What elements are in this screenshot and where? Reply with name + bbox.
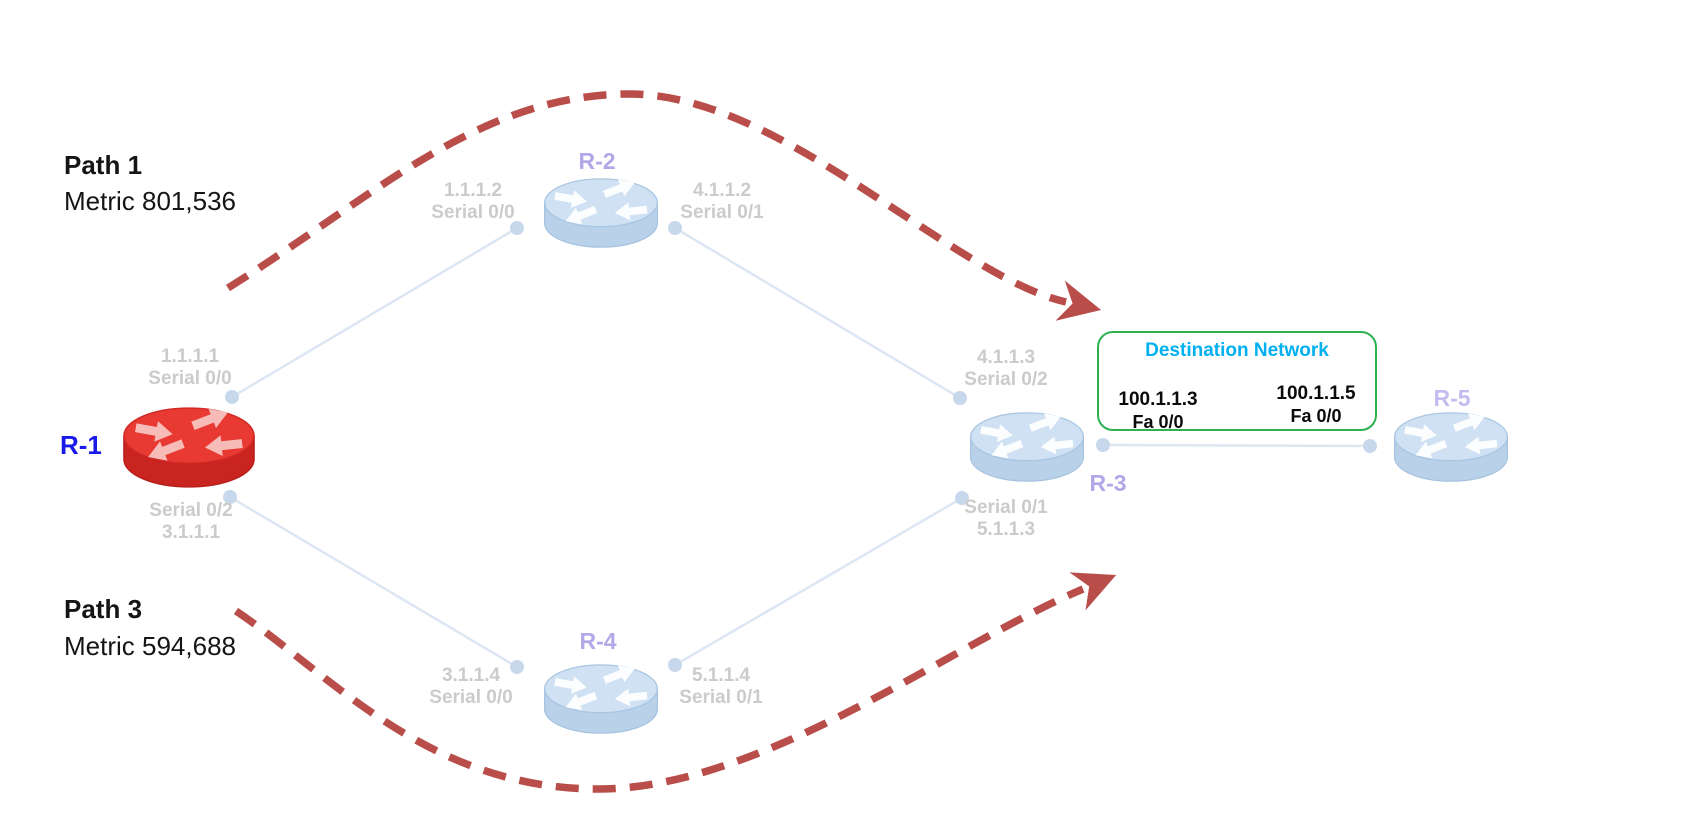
iface-ip: 4.1.1.3 <box>976 347 1036 368</box>
dest-port: Fa 0/0 <box>1290 406 1342 426</box>
path3-title: Path 3 <box>64 594 143 624</box>
iface-r4-serial0-0: 3.1.1.4 Serial 0/0 <box>429 665 512 709</box>
iface-port: Serial 0/1 <box>964 497 1048 518</box>
path3-metric: Metric 594,688 <box>64 631 236 661</box>
link-endpoints <box>223 221 1377 674</box>
iface-ip: 1.1.1.2 <box>443 180 503 201</box>
iface-ip: 3.1.1.4 <box>441 665 501 686</box>
destination-network-box: Destination Network 100.1.1.3 Fa 0/0 100… <box>1097 331 1377 434</box>
iface-r3-serial0-1: Serial 0/1 5.1.1.3 <box>964 497 1047 541</box>
router-r2-icon <box>545 174 658 247</box>
link-r4-r3-line <box>674 496 963 667</box>
iface-ip: 5.1.1.4 <box>691 665 751 686</box>
router-r1-icon <box>124 403 254 487</box>
link-r1-r4-line <box>229 495 518 669</box>
link-r1-r2-line <box>231 226 518 399</box>
router-r3-icon <box>971 408 1084 481</box>
iface-r4-serial0-1: 5.1.1.4 Serial 0/1 <box>679 665 762 709</box>
iface-r1-serial0-2: Serial 0/2 3.1.1.1 <box>149 500 232 544</box>
dest-iface-100-1-1-5: 100.1.1.5 Fa 0/0 <box>1261 383 1371 428</box>
path1-arrow <box>226 90 1102 321</box>
dest-iface-100-1-1-3: 100.1.1.3 Fa 0/0 <box>1103 389 1213 434</box>
path3-arrow <box>233 572 1117 793</box>
destination-network-title: Destination Network <box>1145 340 1329 361</box>
iface-r3-serial0-2: 4.1.1.3 Serial 0/2 <box>964 347 1047 391</box>
iface-port: Serial 0/1 <box>680 202 764 223</box>
router-r5-name: R-5 <box>1433 385 1471 411</box>
router-r5-icon <box>1395 408 1508 481</box>
iface-r2-serial0-1: 4.1.1.2 Serial 0/1 <box>680 180 763 224</box>
link-r2-r3-line <box>674 226 961 400</box>
iface-port: Serial 0/0 <box>431 202 515 223</box>
iface-port: Serial 0/0 <box>148 368 232 389</box>
dest-ip: 100.1.1.5 <box>1276 383 1356 404</box>
dest-ip: 100.1.1.3 <box>1118 389 1198 410</box>
iface-port: Serial 0/2 <box>149 500 233 521</box>
iface-r1-serial0-0: 1.1.1.1 Serial 0/0 <box>148 346 231 390</box>
router-r2-name: R-2 <box>578 148 616 174</box>
link-r3-r5-line <box>1102 443 1371 448</box>
path1-title: Path 1 <box>64 150 143 180</box>
path1-metric: Metric 801,536 <box>64 186 236 216</box>
link-lines <box>229 226 1371 669</box>
iface-ip: 4.1.1.2 <box>692 180 752 201</box>
router-r3-name: R-3 <box>1089 470 1127 496</box>
iface-r2-serial0-0: 1.1.1.2 Serial 0/0 <box>431 180 514 224</box>
iface-port: Serial 0/2 <box>964 369 1048 390</box>
iface-ip: 1.1.1.1 <box>160 346 220 367</box>
router-r1-name: R-1 <box>60 430 102 460</box>
iface-port: Serial 0/1 <box>679 687 763 708</box>
iface-port: Serial 0/0 <box>429 687 513 708</box>
iface-ip: 5.1.1.3 <box>976 519 1036 540</box>
dest-port: Fa 0/0 <box>1132 412 1184 432</box>
router-r4-icon <box>545 660 658 733</box>
iface-ip: 3.1.1.1 <box>161 522 221 543</box>
router-r4-name: R-4 <box>579 628 617 654</box>
